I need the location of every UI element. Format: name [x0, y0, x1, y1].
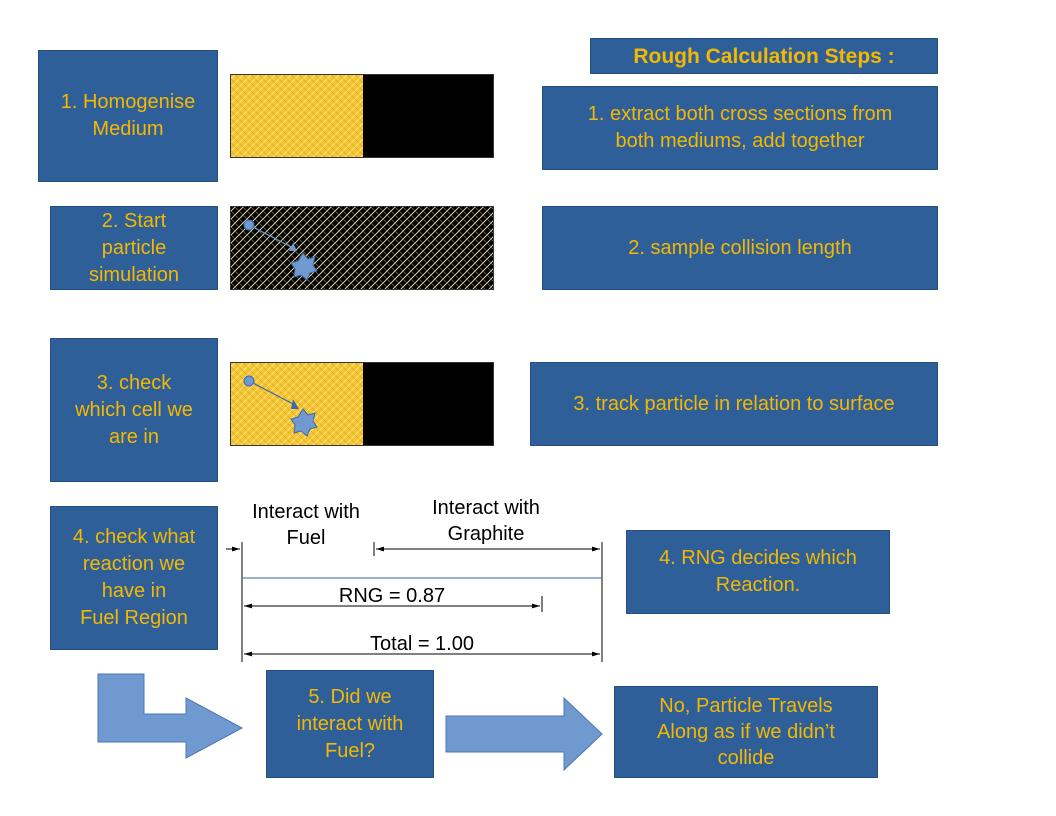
step-3-label: 3. check which cell we are in: [75, 371, 193, 448]
collision-star-icon: [290, 252, 318, 281]
graphite-region: [363, 75, 493, 157]
homogenised-medium-sketch: [230, 206, 494, 290]
homogenised-region: [231, 207, 493, 289]
step-4-label: 4. check what reaction we have in Fuel R…: [72, 526, 196, 629]
calc-step-2-label: 2. sample collision length: [628, 236, 852, 259]
calc-step-3-label: 3. track particle in relation to surface: [573, 392, 895, 415]
step-1-label: 1. Homogenise Medium: [60, 91, 196, 140]
no-interaction-outcome-box: No, Particle Travels Along as if we didn…: [614, 686, 878, 778]
particle-dot-icon: [243, 219, 255, 231]
collision-star-icon: [290, 408, 318, 437]
calc-step-1-box: 1. extract both cross sections from both…: [542, 86, 938, 170]
calc-step-3-box: 3. track particle in relation to surface: [530, 362, 938, 446]
graphite-region: [363, 363, 493, 445]
calc-step-4-label: 4. RNG decides which Reaction.: [659, 547, 857, 596]
interact-graphite-label: Interact with Graphite: [432, 497, 540, 545]
step-3-check-cell-box: 3. check which cell we are in: [50, 338, 218, 482]
fuel-region: [231, 363, 363, 445]
step-1-homogenise-box: 1. Homogenise Medium: [38, 50, 218, 182]
interact-fuel-label: Interact with Fuel: [252, 501, 360, 549]
step-5-label: 5. Did we interact with Fuel?: [296, 685, 404, 762]
rng-value-label: RNG = 0.87: [338, 585, 446, 607]
total-value-label: Total = 1.00: [370, 633, 474, 655]
calc-step-4-box: 4. RNG decides which Reaction.: [626, 530, 890, 614]
outcome-label: No, Particle Travels Along as if we didn…: [657, 695, 835, 769]
step-2-start-simulation-box: 2. Start particle simulation: [50, 206, 218, 290]
cell-tracking-sketch: [230, 362, 494, 446]
step-2-label: 2. Start particle simulation: [88, 209, 180, 286]
calc-step-1-label: 1. extract both cross sections from both…: [587, 103, 893, 152]
calc-step-2-box: 2. sample collision length: [542, 206, 938, 290]
arrowhead-icon: [289, 243, 297, 251]
rough-steps-title: Rough Calculation Steps :: [590, 38, 938, 74]
separate-media-sketch: [230, 74, 494, 158]
arrowhead-icon: [291, 399, 299, 409]
particle-dot-icon: [243, 375, 255, 387]
step-5-decision-box: 5. Did we interact with Fuel?: [266, 670, 434, 778]
step-4-check-reaction-box: 4. check what reaction we have in Fuel R…: [50, 506, 218, 650]
fuel-region: [231, 75, 363, 157]
